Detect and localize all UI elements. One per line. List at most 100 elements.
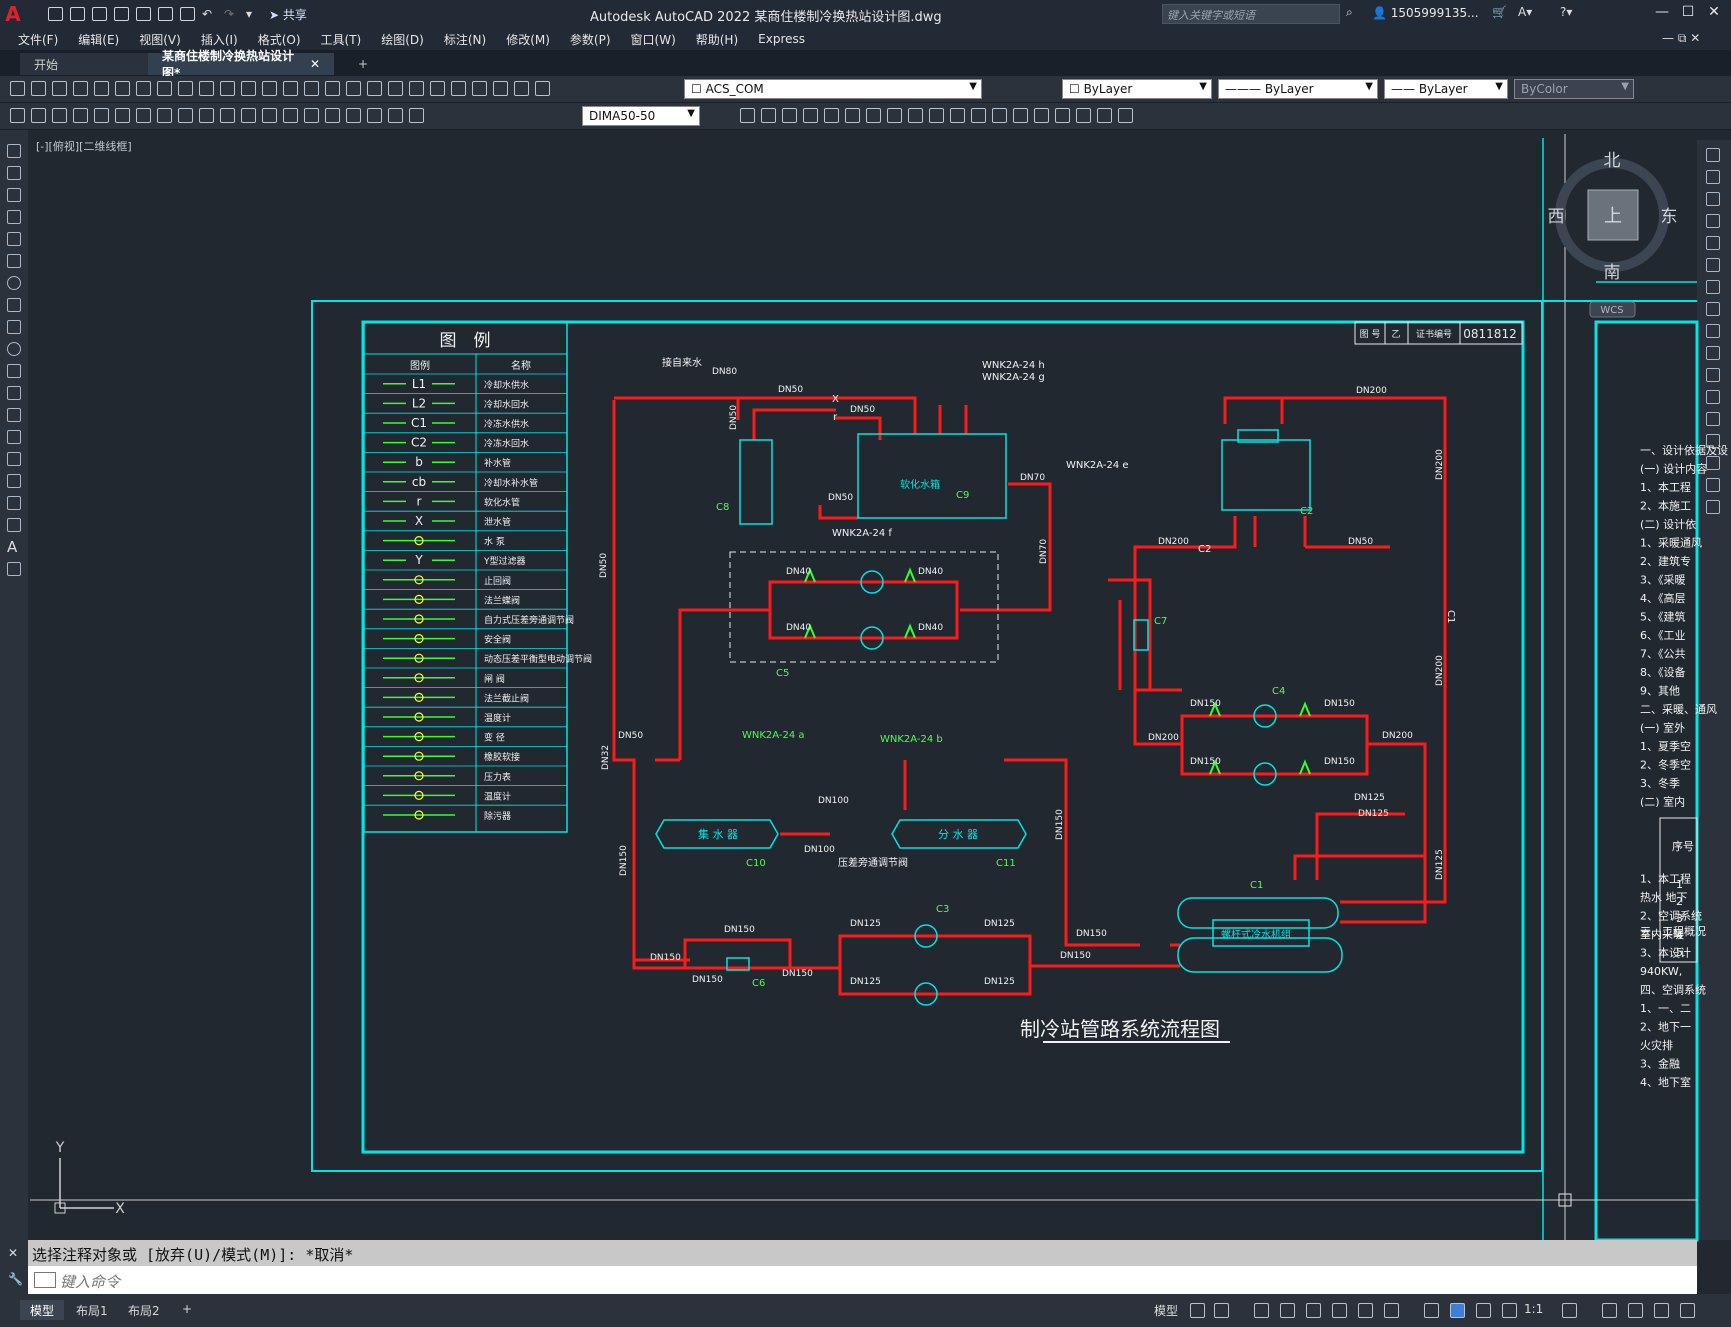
save-web-icon[interactable] bbox=[158, 7, 173, 21]
viewport-controls[interactable]: [-][俯视][二维线框] bbox=[36, 140, 132, 153]
save-icon[interactable] bbox=[52, 81, 67, 96]
dim-continue-icon[interactable] bbox=[220, 108, 235, 123]
qdim-icon[interactable] bbox=[178, 108, 193, 123]
command-input[interactable]: 键入命令 bbox=[28, 1266, 1697, 1294]
ungroup-icon[interactable] bbox=[1118, 108, 1133, 123]
add-selected-icon[interactable] bbox=[7, 562, 21, 576]
dim-jogged-icon[interactable] bbox=[115, 108, 130, 123]
mirror-icon[interactable] bbox=[1706, 192, 1720, 206]
layer-properties-icon[interactable] bbox=[535, 81, 550, 96]
save-icon[interactable] bbox=[92, 7, 107, 21]
chamfer-icon[interactable] bbox=[1706, 456, 1720, 470]
qnew-icon[interactable] bbox=[10, 81, 25, 96]
new-tab-button[interactable]: + bbox=[358, 57, 369, 71]
search-input[interactable]: 键入关键字或短语 bbox=[1162, 4, 1340, 24]
lineweight-dropdown[interactable]: —— ByLayer▼ bbox=[1384, 79, 1508, 99]
plotstyle-dropdown[interactable]: ByColor▼ bbox=[1514, 79, 1634, 99]
spline-icon[interactable] bbox=[7, 320, 21, 334]
move-icon[interactable] bbox=[845, 108, 860, 123]
tolerance-icon[interactable] bbox=[283, 108, 298, 123]
viewcube-south[interactable]: 南 bbox=[1604, 263, 1621, 283]
viewcube-north[interactable]: 北 bbox=[1604, 151, 1621, 171]
customize-dropdown-icon[interactable]: ▾ bbox=[246, 7, 253, 21]
undo-icon[interactable]: ↶ bbox=[202, 7, 213, 21]
redo-icon[interactable]: ↷ bbox=[224, 7, 235, 21]
3dprint-icon[interactable] bbox=[136, 81, 151, 96]
join-icon[interactable] bbox=[1706, 434, 1720, 448]
viewcube-face[interactable] bbox=[1587, 189, 1639, 241]
grid-icon[interactable] bbox=[1190, 1303, 1205, 1318]
line-icon[interactable] bbox=[7, 144, 21, 158]
ellipse-icon[interactable] bbox=[7, 342, 21, 356]
block-editor-icon[interactable] bbox=[241, 81, 256, 96]
search-icon[interactable]: ⌕ bbox=[1346, 5, 1353, 19]
table-icon[interactable] bbox=[7, 518, 21, 532]
ellipse-arc-icon[interactable] bbox=[7, 364, 21, 378]
menu-tools[interactable]: 工具(T) bbox=[320, 32, 362, 47]
paste-icon[interactable] bbox=[199, 81, 214, 96]
stretch-icon[interactable] bbox=[908, 108, 923, 123]
tab-start[interactable]: 开始 bbox=[20, 53, 148, 75]
close-icon[interactable]: ✕ bbox=[8, 1246, 19, 1260]
break-at-point-icon[interactable] bbox=[1706, 390, 1720, 404]
circle-icon[interactable] bbox=[7, 276, 21, 290]
customize-menu-icon[interactable] bbox=[1680, 1303, 1695, 1318]
dim-aligned-icon[interactable] bbox=[31, 108, 46, 123]
pan-icon[interactable] bbox=[304, 81, 319, 96]
offset-icon[interactable] bbox=[1706, 214, 1720, 228]
trim-icon[interactable] bbox=[929, 108, 944, 123]
menu-parametric[interactable]: 参数(P) bbox=[569, 32, 611, 47]
lineweight-icon[interactable] bbox=[1358, 1303, 1373, 1318]
rectangle-icon[interactable] bbox=[7, 232, 21, 246]
design-center-icon[interactable] bbox=[409, 81, 424, 96]
publish-icon[interactable] bbox=[115, 81, 130, 96]
open-web-icon[interactable] bbox=[136, 7, 151, 21]
region-icon[interactable] bbox=[7, 496, 21, 510]
tool-palettes-icon[interactable] bbox=[430, 81, 445, 96]
markup-icon[interactable] bbox=[472, 81, 487, 96]
fillet-icon[interactable] bbox=[1706, 478, 1720, 492]
open-file-icon[interactable] bbox=[70, 7, 85, 21]
autodesk-a360-icon[interactable]: A▾ bbox=[1518, 5, 1533, 19]
preview-icon[interactable] bbox=[94, 81, 109, 96]
match-properties-icon[interactable] bbox=[220, 81, 235, 96]
dim-ordinate-icon[interactable] bbox=[73, 108, 88, 123]
cart-icon[interactable]: 🛒 bbox=[1492, 5, 1507, 19]
help-icon[interactable]: ?▾ bbox=[1560, 5, 1573, 19]
inspect-icon[interactable] bbox=[325, 108, 340, 123]
scale-icon[interactable] bbox=[1706, 302, 1720, 316]
osnap-tracking-icon[interactable] bbox=[1306, 1303, 1321, 1318]
new-file-icon[interactable] bbox=[48, 7, 63, 21]
viewcube-west[interactable]: 西 bbox=[1548, 207, 1565, 227]
tab-document[interactable]: 某商住楼制冷换热站设计图*✕ bbox=[148, 49, 334, 80]
move-icon[interactable] bbox=[1706, 258, 1720, 272]
make-block-icon[interactable] bbox=[7, 408, 21, 422]
layout-tab-model[interactable]: 模型 bbox=[20, 1300, 65, 1320]
snap-icon[interactable] bbox=[1214, 1303, 1229, 1318]
scale-icon[interactable] bbox=[887, 108, 902, 123]
ortho-icon[interactable] bbox=[1254, 1303, 1269, 1318]
stretch-icon[interactable] bbox=[1706, 324, 1720, 338]
dim-linear-icon[interactable] bbox=[10, 108, 25, 123]
layout-tab-1[interactable]: 布局1 bbox=[76, 1304, 108, 1318]
dim-diameter-icon[interactable] bbox=[136, 108, 151, 123]
annotation-scale-value[interactable]: 1:1 bbox=[1524, 1302, 1544, 1316]
erase-icon[interactable] bbox=[1706, 148, 1720, 162]
drawing-viewport[interactable] bbox=[28, 130, 1697, 1240]
point-icon[interactable] bbox=[7, 430, 21, 444]
menu-view[interactable]: 视图(V) bbox=[139, 32, 181, 47]
zoom-previous-icon[interactable] bbox=[367, 81, 382, 96]
dim-break-icon[interactable] bbox=[262, 108, 277, 123]
save-as-icon[interactable] bbox=[114, 7, 129, 21]
model-space-toggle[interactable]: 模型 bbox=[1154, 1304, 1179, 1318]
layout-tab-2[interactable]: 布局2 bbox=[128, 1304, 160, 1318]
auto-scale-icon[interactable] bbox=[1476, 1303, 1491, 1318]
rotate-icon[interactable] bbox=[866, 108, 881, 123]
explode-icon[interactable] bbox=[1706, 500, 1720, 514]
polyline-icon[interactable] bbox=[7, 188, 21, 202]
gradient-icon[interactable] bbox=[7, 474, 21, 488]
draworder-icon[interactable] bbox=[1076, 108, 1091, 123]
menu-modify[interactable]: 修改(M) bbox=[506, 32, 550, 47]
undo-icon[interactable] bbox=[262, 81, 277, 96]
extend-icon[interactable] bbox=[1706, 368, 1720, 382]
